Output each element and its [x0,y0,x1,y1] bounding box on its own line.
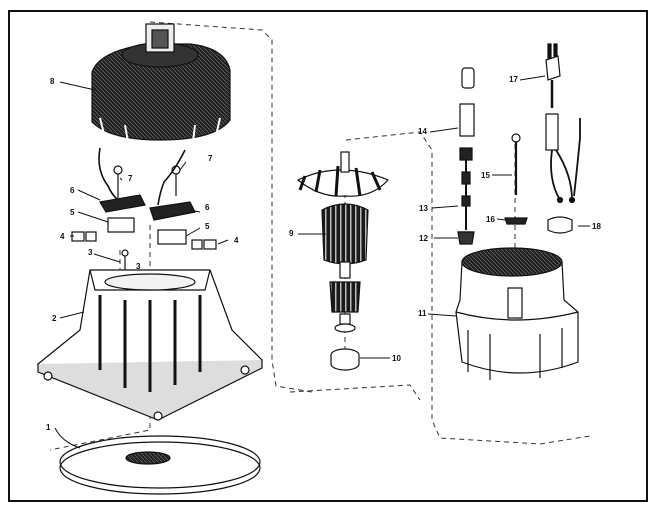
motor-frame [36,269,264,421]
callout-part-17: 17 [509,75,518,84]
callout-part-1: 1 [46,423,51,432]
callout-part-4a: 4 [60,232,65,241]
callout-part-15: 15 [481,171,490,180]
callout-part-5a: 5 [70,208,75,217]
callout-part-18: 18 [592,222,601,231]
armature-assembly [296,151,390,333]
bushing [457,231,475,245]
callout-part-12: 12 [419,234,428,243]
cord-grommet [547,216,573,234]
screw-parts [113,165,181,272]
brush-caps [71,231,217,250]
callout-part-2: 2 [52,314,57,323]
callout-part-8: 8 [50,77,55,86]
brush-lead-wires [98,147,186,206]
spindle-parts [457,67,475,243]
callout-part-3a: 3 [88,248,93,257]
callout-part-13: 13 [419,204,428,213]
callout-part-3b: 3 [136,262,141,271]
motor-housing [455,247,579,380]
long-bolt [504,133,528,225]
diagram-border [8,10,648,502]
callout-part-4b: 4 [234,236,239,245]
brush-holders [99,194,196,245]
bearing [330,348,360,371]
callout-part-5b: 5 [205,222,210,231]
callout-part-11: 11 [418,309,427,318]
callout-part-6b: 6 [205,203,210,212]
callout-part-9: 9 [289,229,294,238]
callout-part-7b: 7 [208,154,213,163]
callout-part-7a: 7 [128,174,133,183]
callout-part-10: 10 [392,354,401,363]
line-cord-plug [545,43,581,204]
callout-part-6a: 6 [70,186,75,195]
leader-lines [54,75,590,449]
field-housing [91,23,231,143]
callout-part-16: 16 [486,215,495,224]
base-disc [59,435,261,495]
callout-part-14: 14 [418,127,427,136]
